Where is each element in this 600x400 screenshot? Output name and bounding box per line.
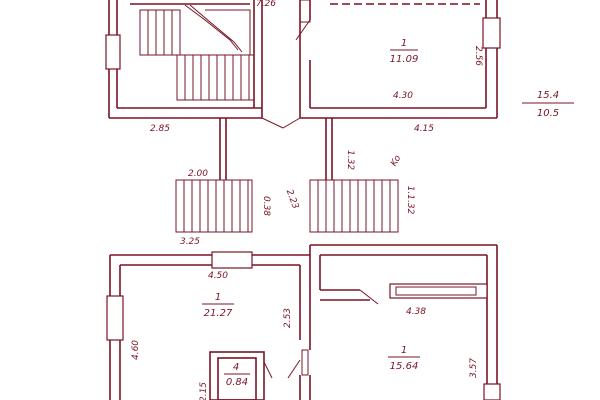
lower-right-partition [389,283,488,299]
room-small-area: 0.84 [226,377,248,388]
dim-bottom-left-outer: 2.85 [150,124,170,134]
small-room-door [263,361,273,379]
summary-numerator: 15.4 [537,90,559,101]
upper-bottom-wall-left [109,107,262,119]
stair-well [205,9,251,55]
dim-small-side: 2.15 [199,382,209,400]
room-top-right-number: 1 [401,38,407,49]
upper-entry-door [261,117,301,129]
lower-door-frame [301,349,309,376]
lower-top-window [211,251,253,269]
right-porch-side-a: 2.23 [284,188,300,211]
room-bottom-left-label: 1 21.27 [202,292,234,319]
room-top-right-area: 11.09 [390,54,419,65]
dim-top-partial: 7.26 [256,0,276,9]
room-bottom-right-number: 1 [401,345,407,356]
upper-building: 7.26 1 11.09 2.56 4.30 15.4 10.5 2.85 4.… [105,0,574,134]
dim-inner: 2.53 [283,308,293,328]
room-top-right-label: 1 11.09 [390,38,419,65]
room-bottom-right-label: 1 15.64 [388,345,420,372]
small-room-walls [209,351,265,400]
room-bottom-left-area: 21.27 [204,308,233,319]
dim-bottom-right-height: 3.57 [469,358,479,378]
lower-right-inner-corner [319,255,360,291]
lower-left-window [106,295,124,341]
lower-partition-lower [299,375,311,400]
left-porch-depth: 0.38 [261,196,271,216]
lower-right-top-wall [310,244,497,256]
right-porch-top: 1.32 [345,150,355,170]
dim-top-right-height: 2.56 [473,46,483,66]
upper-left-window [105,34,121,70]
stair-lower-flight [176,54,255,101]
small-room-inner [217,357,257,400]
left-porch-width: 2.00 [188,169,208,179]
lower-right-partition-inner [395,286,477,296]
lower-inner-door [287,359,301,379]
left-porch: 2.00 0.38 3.25 [175,169,271,247]
upper-cupboard [299,0,311,23]
upper-partition-left [253,0,263,118]
room-bottom-left-number: 1 [215,292,221,303]
upper-right-window [482,17,501,49]
stair-upper-flight [139,9,181,56]
lower-right-window [483,383,501,400]
summary-denominator: 10.5 [537,108,559,119]
left-porch-body [175,179,253,233]
dim-top-right-width: 4.30 [393,91,413,101]
right-porch-side-b: 1.1.32 [405,186,415,215]
stair-curve-a [184,4,239,51]
upper-inner-door [295,19,311,41]
room-small-number: 4 [233,362,239,373]
lower-building: 4 0.84 4.50 1 21.27 2.53 4.60 2.15 4.38 … [106,244,501,400]
area-summary: 15.4 10.5 [522,90,574,119]
right-porch-mark: Ko [389,153,403,168]
right-porch-body [309,179,399,233]
dim-bottom-right-width: 4.38 [406,307,426,317]
right-connector [325,118,333,180]
left-connector [219,118,227,180]
lower-right-door [359,289,379,305]
upper-partition-right [299,0,311,118]
dim-bottom-right-outer: 4.15 [414,124,434,134]
stair-curve-b [189,4,243,53]
right-porch: 1.32 2.23 1.1.32 Ko [284,150,415,233]
lower-partition-upper [299,245,311,350]
room-bottom-right-area: 15.64 [390,361,419,372]
dim-bottom-left-width: 4.50 [208,271,228,281]
lower-left-top-wall [110,254,310,266]
upper-staircase [139,4,255,101]
small-room: 4 0.84 [209,351,273,400]
left-porch-length: 3.25 [180,237,200,247]
upper-bottom-wall-right [300,107,497,119]
lower-right-wall [486,245,498,400]
dim-bottom-left-height: 4.60 [131,340,141,360]
